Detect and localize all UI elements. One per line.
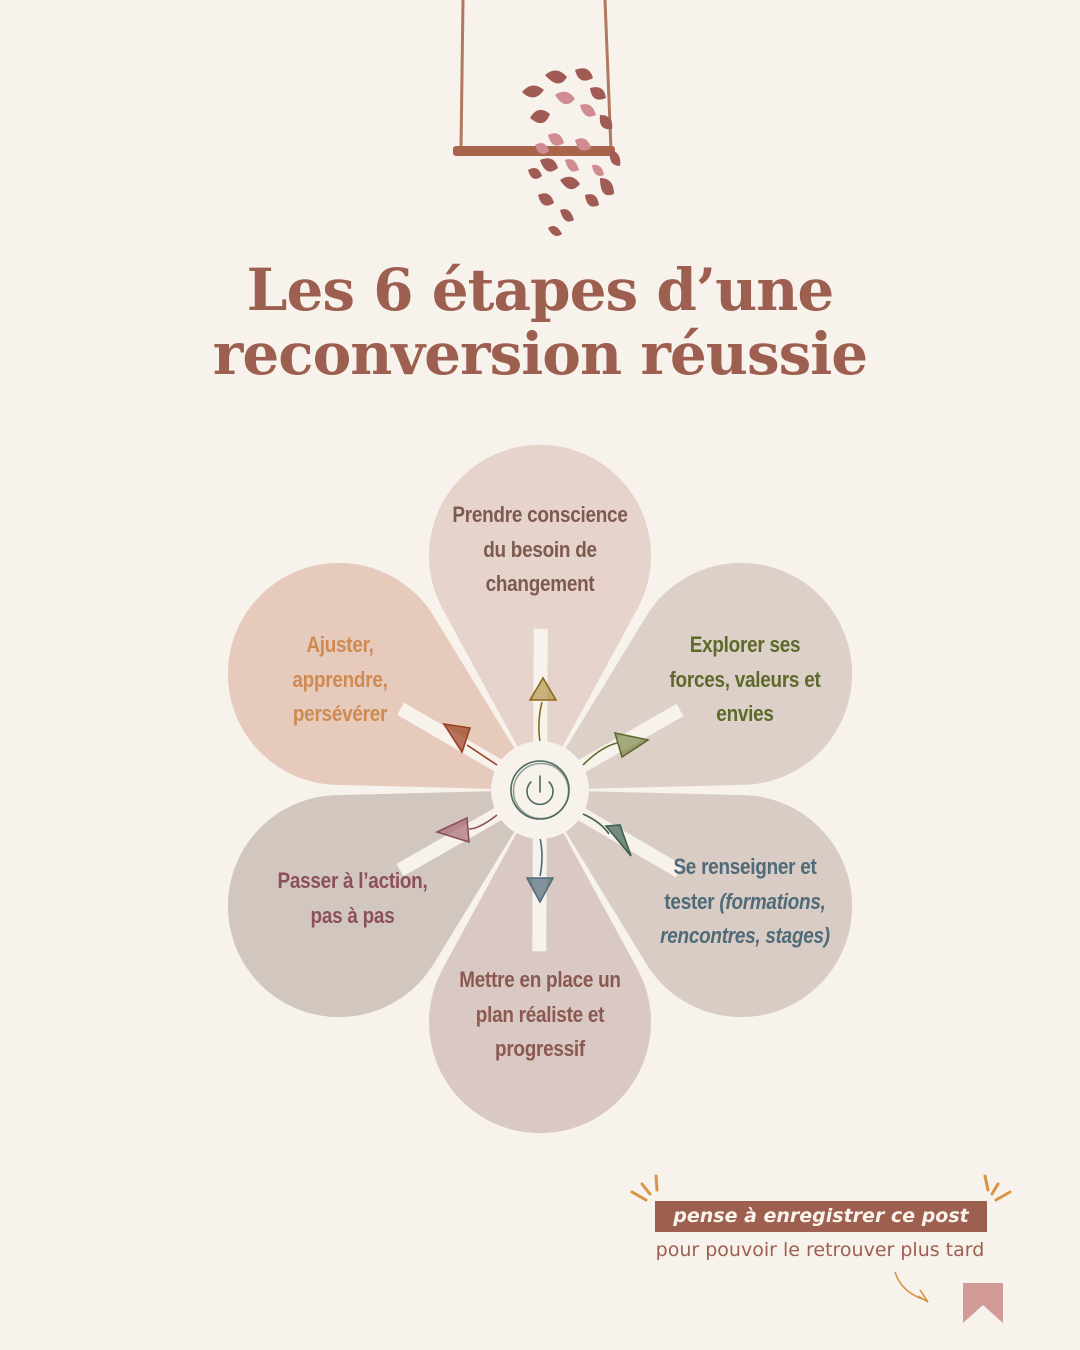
arrow-1 xyxy=(528,676,558,743)
sparkle-icon xyxy=(630,1174,1012,1202)
petal-1 xyxy=(429,444,651,788)
arrow-6 xyxy=(442,722,498,766)
arrow-4 xyxy=(525,837,555,904)
step-4-label: Mettre en place un plan réaliste et prog… xyxy=(459,967,621,1061)
arrows xyxy=(434,676,651,904)
bookmark-icon[interactable] xyxy=(963,1283,1003,1323)
step-3-label: Se renseigner et tester (formations, ren… xyxy=(660,854,830,948)
power-icon xyxy=(510,760,570,820)
hanging-plant-icon xyxy=(453,0,621,236)
save-post-subtext: pour pouvoir le retrouver plus tard xyxy=(655,1239,985,1261)
title-line-2: reconversion réussie xyxy=(212,320,868,388)
arrow-3 xyxy=(582,813,632,857)
arrow-5 xyxy=(434,814,498,844)
step-1-label: Prendre conscience du besoin de changeme… xyxy=(452,502,628,596)
petal-3 xyxy=(540,790,853,1018)
curved-arrow-icon xyxy=(894,1271,929,1303)
save-post-banner: pense à enregistrer ce post xyxy=(655,1201,987,1232)
page-title: Les 6 étapes d’une reconversion réussie xyxy=(0,258,1080,386)
title-line-1: Les 6 étapes d’une xyxy=(246,256,835,324)
step-6-label: Ajuster, apprendre, persévérer xyxy=(292,632,388,726)
arrow-2 xyxy=(582,731,651,766)
step-2-label: Explorer ses forces, valeurs et envies xyxy=(669,632,821,726)
petal-5 xyxy=(227,790,540,1018)
step-5-label: Passer à l’action, pas à pas xyxy=(277,868,428,928)
petal-4 xyxy=(429,790,651,1134)
